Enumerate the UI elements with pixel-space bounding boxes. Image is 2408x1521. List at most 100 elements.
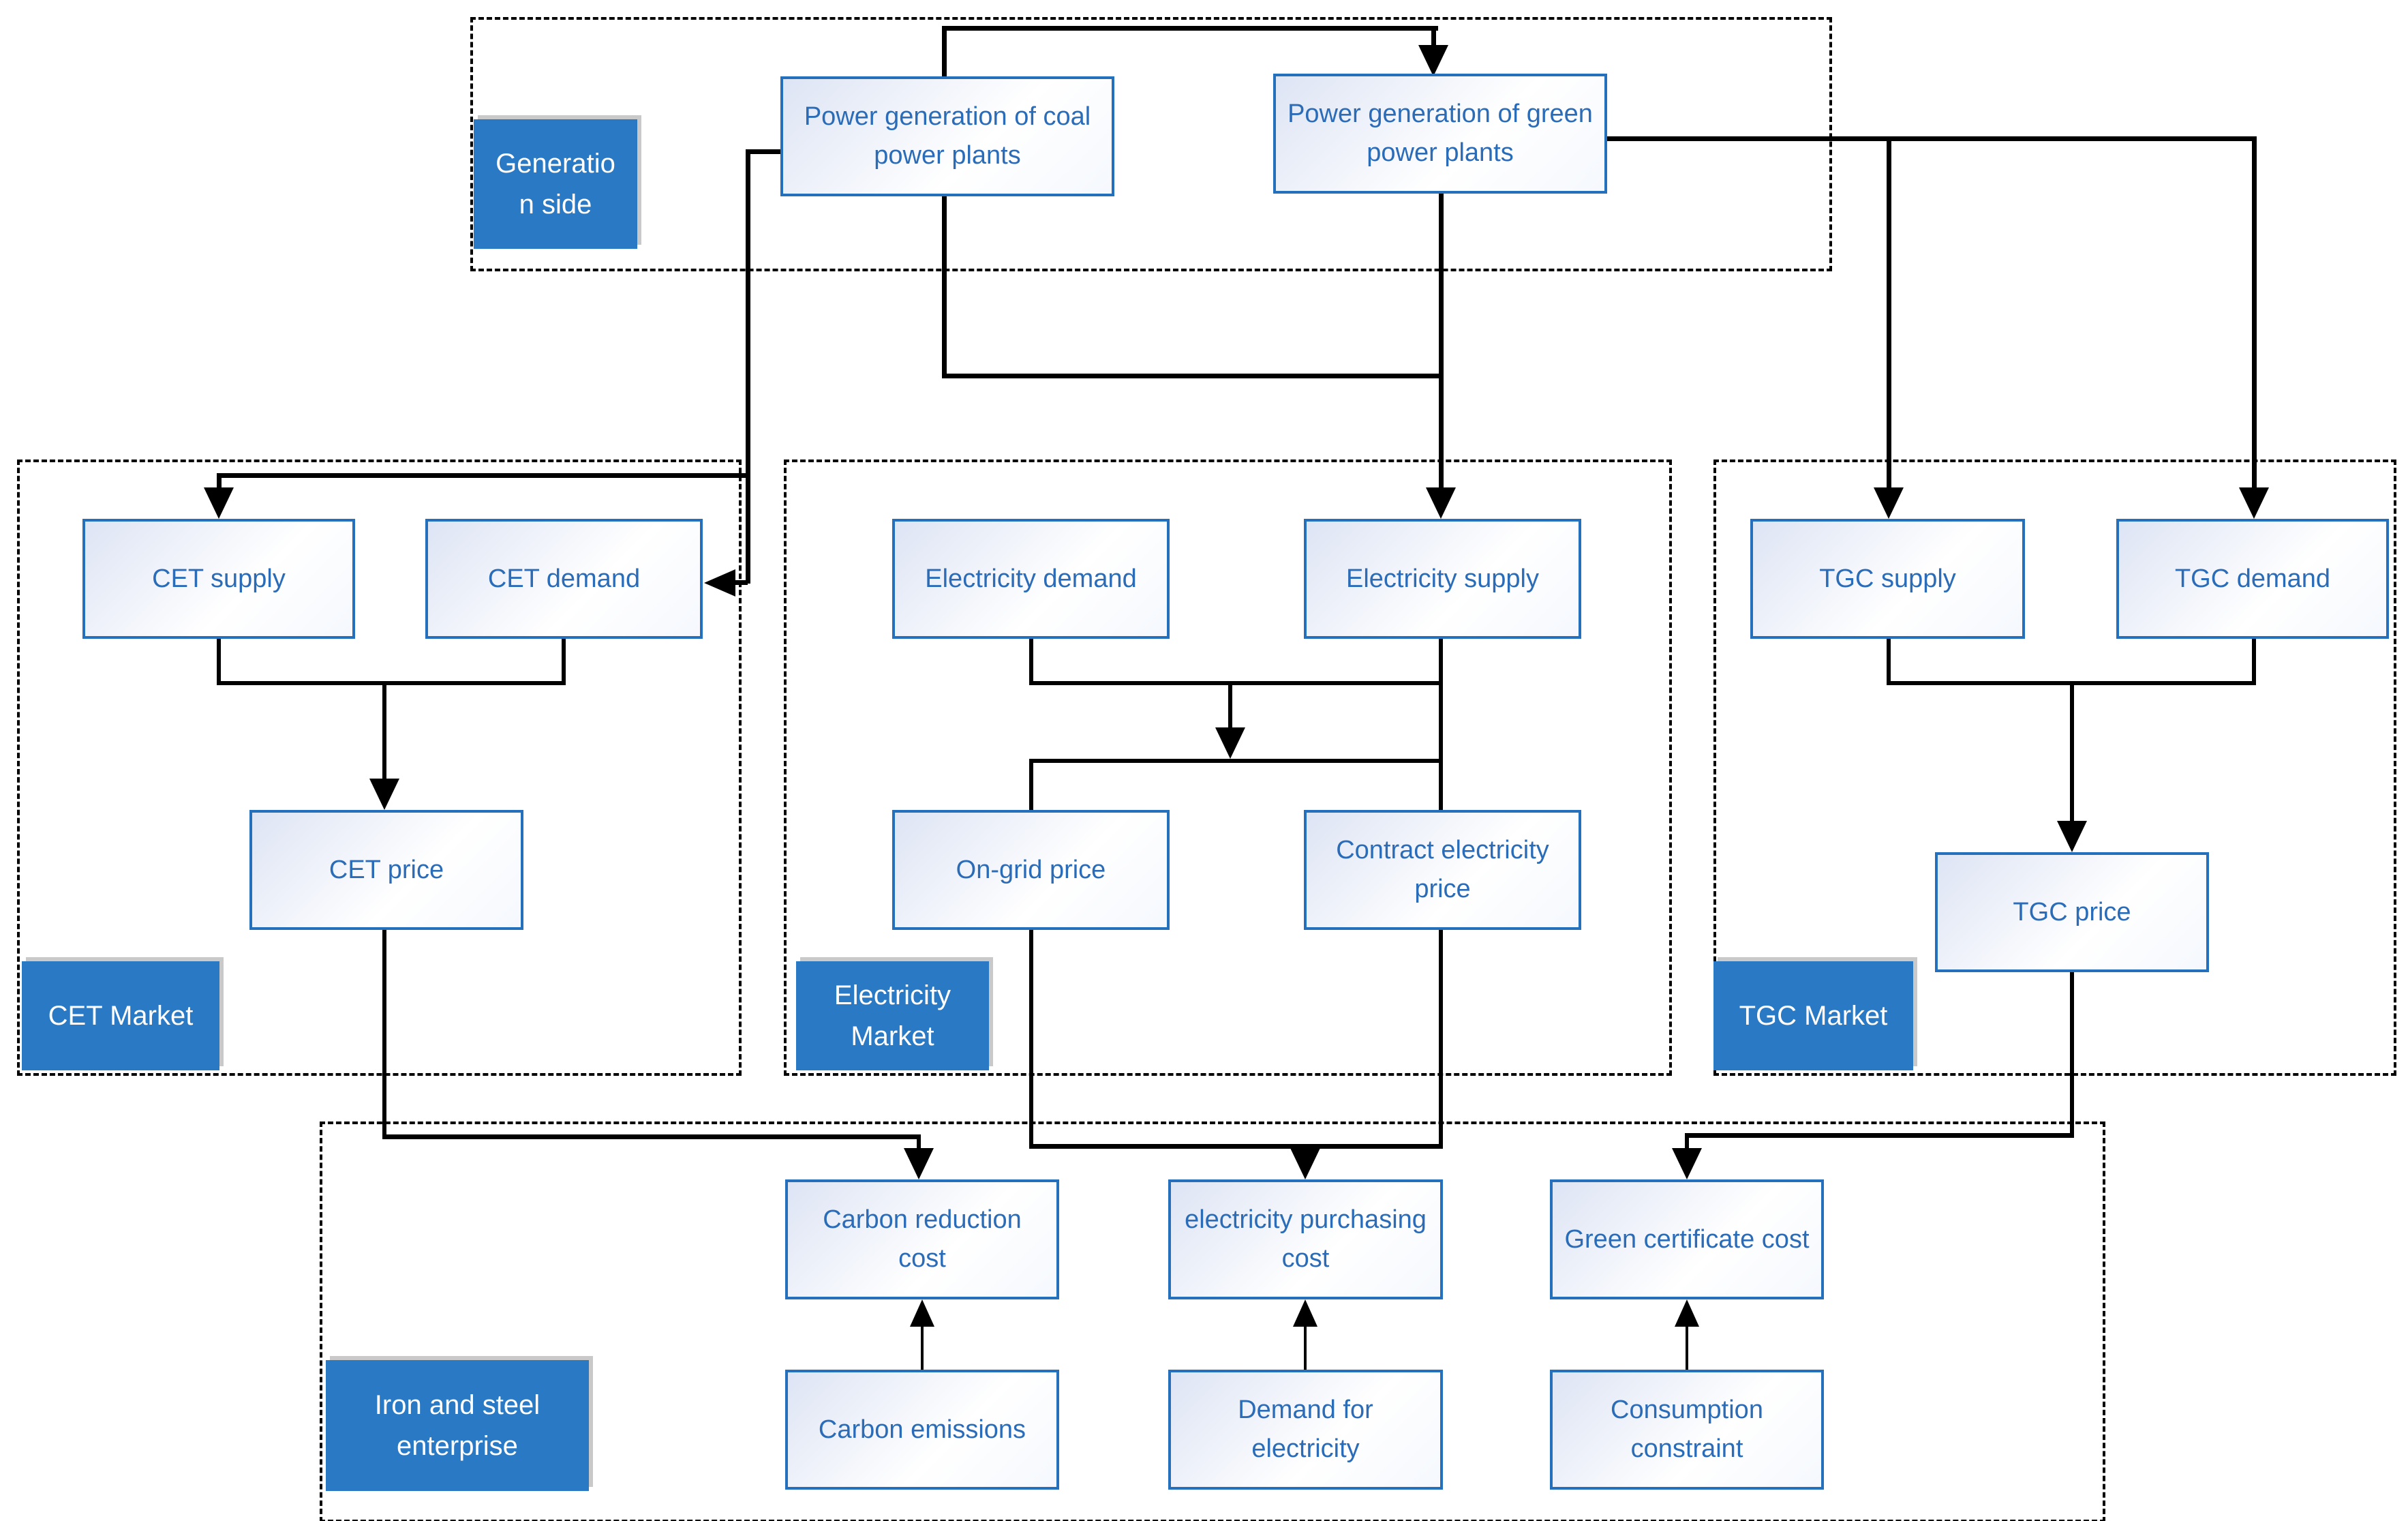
edge-green-to-tgc-line [1607, 136, 2256, 141]
node-tgc-supply-label: TGC supply [1819, 564, 1956, 593]
edge-to-tgc-price-line [2070, 681, 2074, 822]
node-green-certificate-cost: Green certificate cost [1550, 1179, 1824, 1299]
electricity-join-line [1029, 637, 1033, 682]
arrowhead-into-electricity-supply [1426, 487, 1456, 519]
node-electricity-purchasing-cost: electricity purchasing cost [1168, 1179, 1443, 1299]
generation-side-group-frame [470, 17, 1832, 271]
node-green-plant: Power generation of green power plants [1273, 74, 1607, 194]
edge-cet-price-to-carbon-cost-line [382, 929, 386, 1137]
node-contract-price-label: Contract electricity price [1336, 836, 1549, 903]
tgc-market-label: TGC Market [1713, 961, 1913, 1070]
edge-coal-to-cet-supply-line [217, 473, 750, 478]
node-contract-price: Contract electricity price [1304, 810, 1581, 930]
arrowhead-into-green-plant [1418, 45, 1448, 76]
edge-contract-to-purchasing-line [1439, 929, 1443, 1147]
node-electricity-purchasing-cost-label: electricity purchasing cost [1185, 1205, 1427, 1273]
edge-coal-to-electricity-supply-line [942, 196, 947, 378]
edge-coal-to-cet-supply-line [217, 473, 222, 490]
edge-green-to-electricity-supply-line [1439, 193, 1444, 489]
node-tgc-price: TGC price [1935, 852, 2209, 972]
node-cet-demand-label: CET demand [487, 564, 641, 593]
edge-coal-to-green-line [942, 26, 1438, 31]
node-electricity-supply: Electricity supply [1304, 519, 1581, 639]
edge-tgc-price-to-green-cert-line [1685, 1133, 2074, 1138]
node-tgc-supply: TGC supply [1750, 519, 2025, 639]
arrowhead-into-cet-price [369, 779, 399, 810]
electricity-market-group-frame [784, 460, 1672, 1076]
node-cet-price-label: CET price [329, 855, 444, 884]
edge-constraint-up-line [1686, 1325, 1688, 1371]
arrowhead-up-into-purchasing-cost [1293, 1299, 1317, 1327]
edge-tgc-price-to-green-cert-line [2070, 971, 2074, 1136]
edge-cet-price-to-carbon-cost-line [917, 1134, 921, 1149]
arrowhead-into-tgc-price [2057, 821, 2087, 852]
cet-join-line [217, 681, 566, 685]
node-tgc-demand-label: TGC demand [2174, 564, 2331, 593]
edge-cet-price-to-carbon-cost-line [382, 1134, 919, 1139]
edge-coal-to-cet-demand-line [735, 580, 748, 585]
node-cet-supply-label: CET supply [152, 564, 286, 593]
node-cet-demand: CET demand [425, 519, 703, 639]
edge-coal-to-cet-line [746, 149, 750, 584]
cet-market-group-frame [17, 460, 742, 1076]
node-tgc-demand: TGC demand [2116, 519, 2389, 639]
tgc-join-line [1887, 637, 1891, 682]
node-electricity-demand-label: Electricity demand [925, 564, 1137, 593]
edge-on-grid-to-purchasing-line [1029, 929, 1033, 1147]
arrowhead-into-cet-supply [204, 487, 234, 519]
enterprise-label: Iron and steel enterprise [326, 1360, 589, 1491]
edge-coal-to-cet-line [748, 149, 783, 154]
edge-demand-up-line [1304, 1325, 1307, 1371]
electricity-market-label: Electricity Market [796, 961, 989, 1070]
node-carbon-emissions: Carbon emissions [785, 1370, 1059, 1490]
node-demand-for-electricity: Demand for electricity [1168, 1370, 1443, 1490]
electricity-price-bus-line [1029, 759, 1443, 763]
purchasing-bus-line [1029, 1144, 1443, 1149]
arrowhead-up-into-green-certificate-cost [1675, 1299, 1699, 1327]
edge-green-to-tgc-demand-line [2252, 136, 2257, 489]
edge-tgc-price-to-green-cert-line [1685, 1133, 1689, 1149]
node-demand-for-electricity-label: Demand for electricity [1238, 1396, 1373, 1463]
edge-green-to-tgc-supply-line [1887, 136, 1891, 489]
node-cet-supply: CET supply [82, 519, 355, 639]
generation-side-label: Generatio n side [474, 119, 637, 249]
node-on-grid-price-label: On-grid price [956, 855, 1106, 884]
enterprise-group-frame [320, 1121, 2105, 1521]
tgc-join-line [2252, 637, 2256, 682]
arrowhead-into-carbon-reduction-cost [904, 1148, 934, 1179]
arrowhead-into-green-certificate-cost [1672, 1148, 1702, 1179]
arrowhead-into-tgc-demand [2239, 487, 2269, 519]
edge-coal-to-green-line [942, 26, 947, 79]
node-green-certificate-cost-label: Green certificate cost [1564, 1224, 1810, 1254]
cet-join-line [217, 637, 221, 682]
edge-to-on-grid-price-line [1029, 759, 1033, 811]
edge-supply-to-contract-price-line [1439, 637, 1443, 810]
edge-coal-to-green-line [1431, 26, 1436, 48]
arrowhead-into-tgc-supply [1874, 487, 1904, 519]
electricity-join-line [1029, 681, 1443, 685]
cet-market-label: CET Market [22, 961, 219, 1070]
node-coal-plant: Power generation of coal power plants [780, 76, 1114, 196]
arrowhead-into-cet-demand [704, 569, 735, 597]
arrowhead-into-purchasing-cost [1290, 1148, 1320, 1179]
node-consumption-constraint-label: Consumption constraint [1611, 1396, 1763, 1463]
node-coal-plant-label: Power generation of coal power plants [804, 102, 1091, 170]
node-carbon-reduction-cost: Carbon reduction cost [785, 1179, 1059, 1299]
edge-to-cet-price-line [382, 681, 386, 780]
arrowhead-onto-price-bus [1215, 727, 1245, 759]
edge-emissions-up-line [921, 1325, 924, 1371]
node-consumption-constraint: Consumption constraint [1550, 1370, 1824, 1490]
node-electricity-demand: Electricity demand [892, 519, 1170, 639]
tgc-market-group-frame [1713, 460, 2396, 1076]
node-on-grid-price: On-grid price [892, 810, 1170, 930]
node-electricity-supply-label: Electricity supply [1346, 564, 1539, 593]
node-carbon-reduction-cost-label: Carbon reduction cost [823, 1205, 1022, 1273]
cet-join-line [562, 637, 566, 682]
node-green-plant-label: Power generation of green power plants [1287, 100, 1593, 167]
arrowhead-up-into-carbon-reduction-cost [910, 1299, 934, 1327]
node-carbon-emissions-label: Carbon emissions [818, 1415, 1026, 1444]
electricity-mid-arrow-line [1228, 681, 1232, 729]
node-tgc-price-label: TGC price [2013, 897, 2131, 927]
edge-coal-to-electricity-supply-line [942, 374, 1444, 378]
